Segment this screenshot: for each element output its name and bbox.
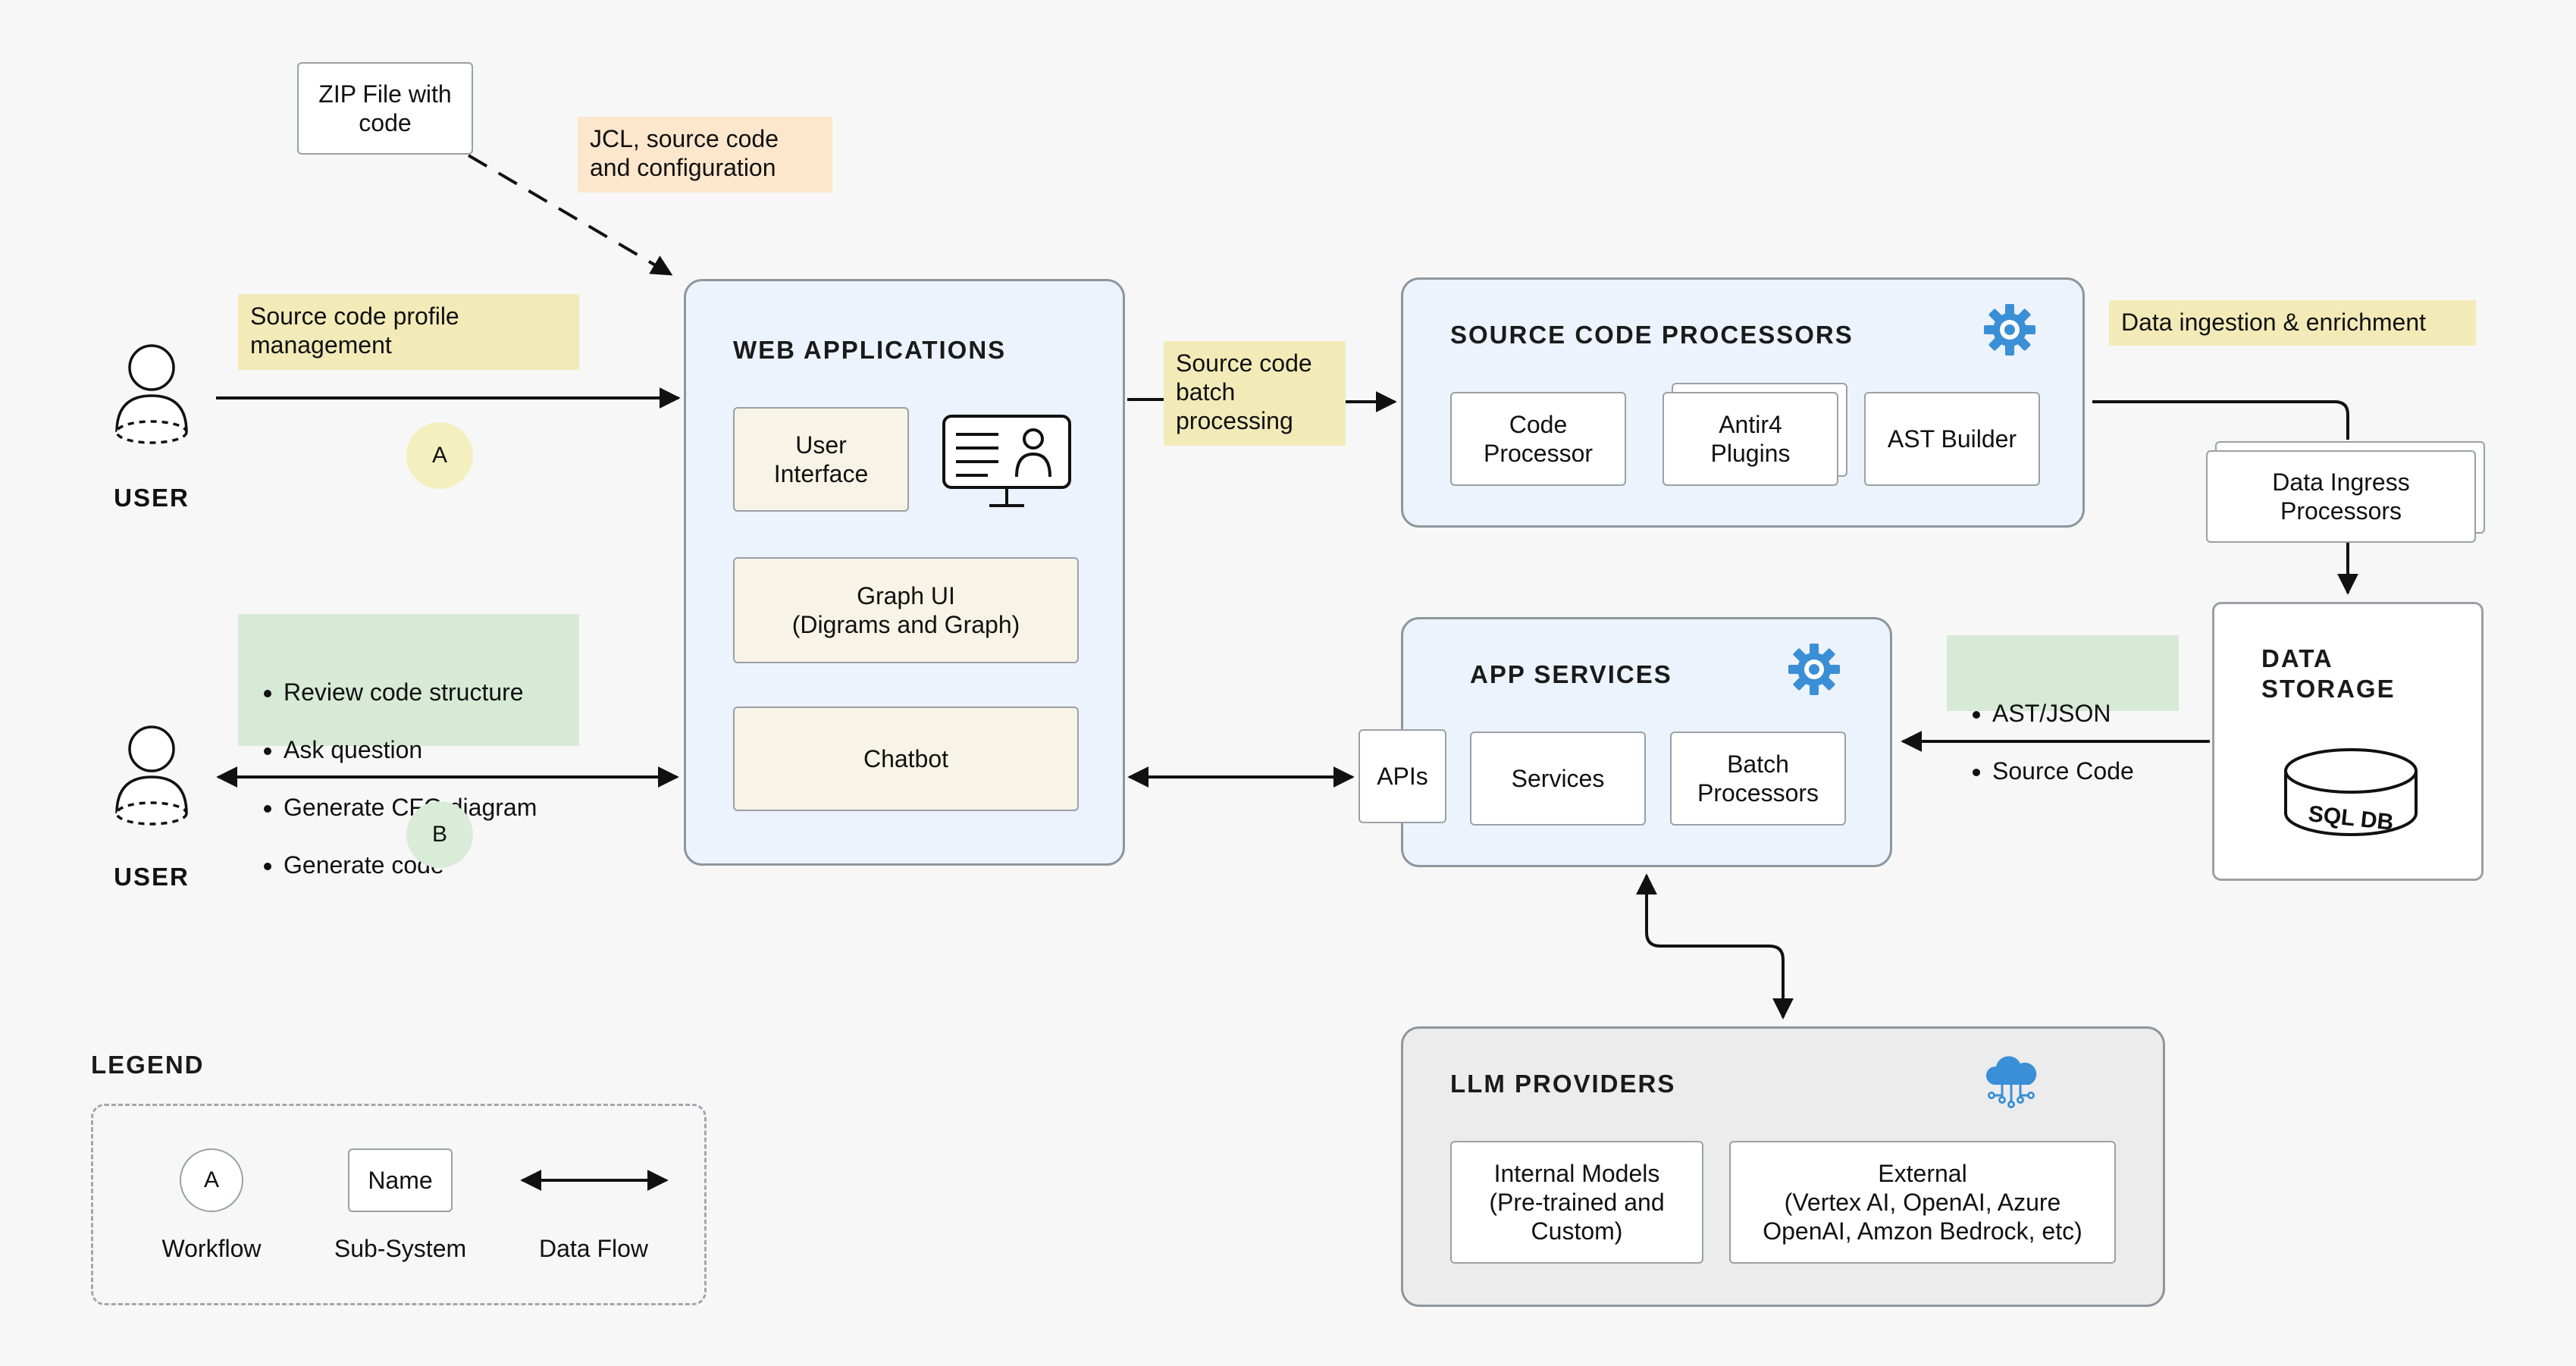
gear-icon [1787,642,1841,697]
monitor-user-icon [941,413,1074,510]
services-llm-arrow [1636,873,1794,1020]
app-services-group: APP SERVICES Services Batch Proce [1401,617,1892,867]
database-icon [2281,744,2421,842]
cloud-network-icon [1982,1051,2040,1109]
batch-processors-box: Batch Processors [1670,732,1846,826]
jcl-note: JCL, source code and configuration [578,117,832,193]
data-storage-box: DATA STORAGE SQL DB [2212,602,2484,881]
source-code-processors-group: SOURCE CODE PROCESSORS Code Processor [1401,277,2085,528]
zip-file-box: ZIP File with code [297,62,473,155]
legend-workflow-label: Workflow [161,1235,262,1262]
legend-workflow-symbol: A [180,1148,243,1212]
legend-title: LEGEND [91,1051,205,1079]
legend-subsystem-symbol: Name [348,1148,453,1212]
internal-models-box: Internal Models (Pre-trained and Custom) [1450,1141,1703,1264]
llm-providers-title: LLM PROVIDERS [1450,1070,1676,1098]
scp-to-ingress-line [2092,400,2349,440]
web-applications-title: WEB APPLICATIONS [733,336,1007,364]
source-code-processors-title: SOURCE CODE PROCESSORS [1450,321,1854,349]
workflow-b-item: Review code structure [284,678,567,706]
user-interface-box: User Interface [733,407,909,512]
ast-note-item: Source Code [1992,757,2167,785]
user-b-label: USER [114,863,190,891]
data-ingress-processors-box: Data Ingress Processors [2206,450,2476,543]
ast-note: AST/JSON Source Code [1947,635,2179,785]
app-services-title: APP SERVICES [1470,660,1672,688]
graph-ui-box: Graph UI (Digrams and Graph) [733,557,1079,663]
legend-subsystem-label: Sub-System [334,1235,467,1262]
workflow-a-badge: A [406,422,473,489]
user-icon [111,724,193,836]
gear-icon [1982,302,2037,357]
chatbot-box: Chatbot [733,706,1079,811]
web-applications-group: WEB APPLICATIONS User Interface Graph UI… [684,279,1125,866]
apis-box: APIs [1359,729,1446,823]
ast-note-item: AST/JSON [1992,699,2167,728]
profile-note: Source code profile management [238,294,579,370]
external-models-box: External (Vertex AI, OpenAI, Azure OpenA… [1729,1141,2116,1264]
legend-box: A Workflow Name Sub-System Data Flow [91,1104,707,1305]
data-storage-title: DATA STORAGE [2261,644,2396,703]
user-a-label: USER [114,484,190,512]
ast-builder-box: AST Builder [1864,392,2040,486]
legend-dataflow-arrow [520,1170,669,1191]
batch-note: Source code batch processing [1164,341,1346,446]
workflow-b-item: Ask question [284,735,567,764]
workflow-b-badge: B [406,801,473,868]
user-icon [111,343,193,455]
workflow-b-note: Review code structure Ask question Gener… [238,614,579,879]
services-box: Services [1470,732,1646,826]
antlr4-plugins-box: Antir4 Plugins [1662,392,1838,486]
legend-dataflow-label: Data Flow [538,1235,649,1262]
ingestion-note: Data ingestion & enrichment [2109,300,2476,346]
llm-providers-group: LLM PROVIDERS Int [1401,1026,2165,1307]
code-processor-box: Code Processor [1450,392,1626,486]
